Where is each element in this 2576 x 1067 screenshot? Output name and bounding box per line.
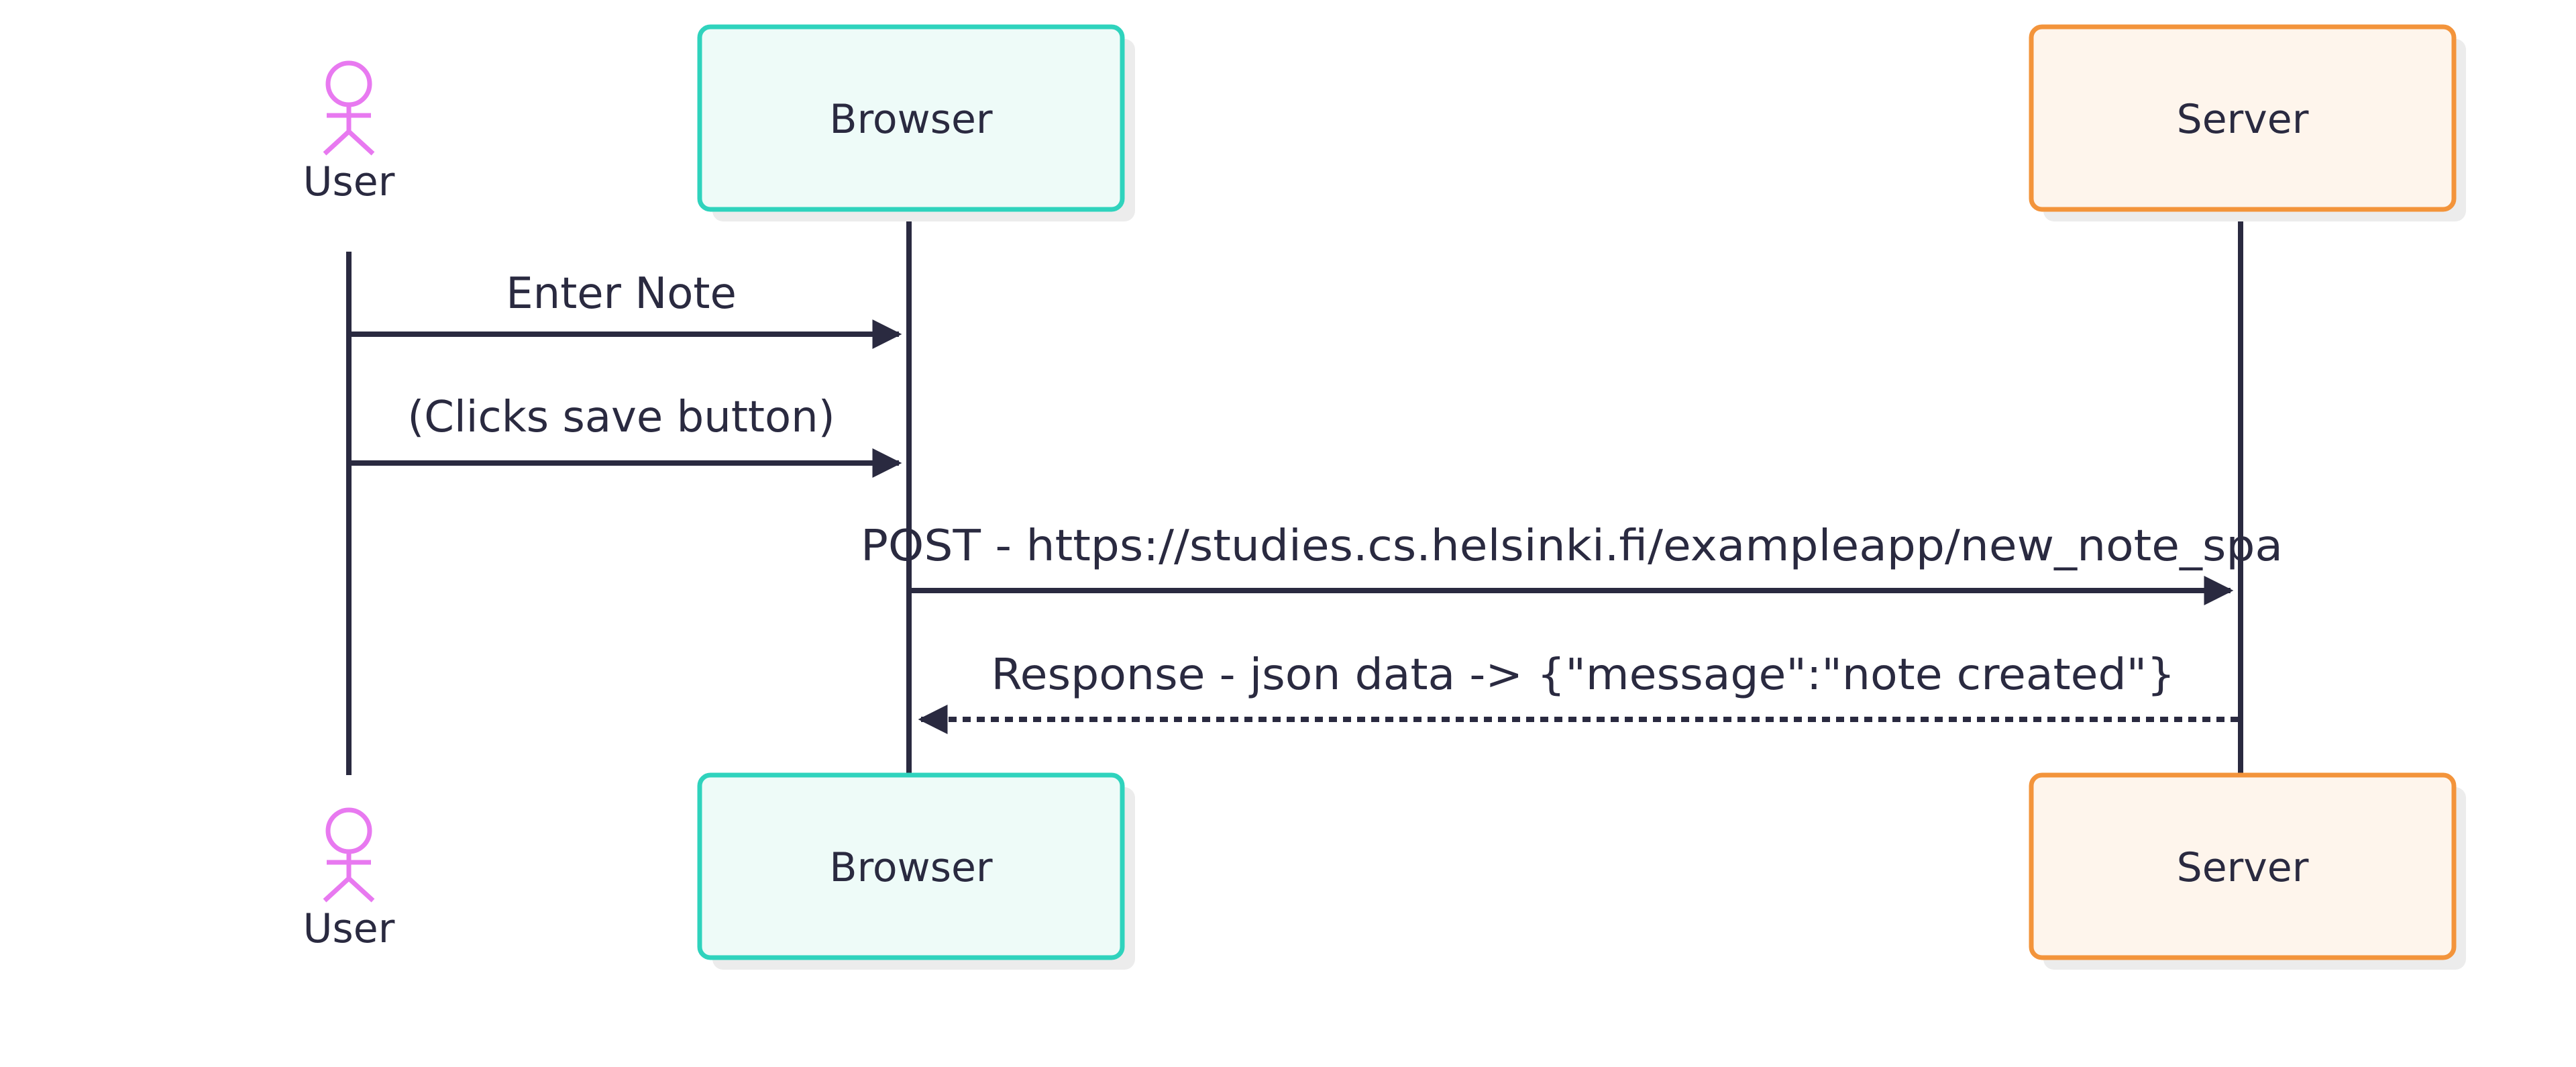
user-actor-label: User <box>303 158 395 205</box>
message-label: (Clicks save button) <box>407 393 835 442</box>
browser-label: Browser <box>829 844 992 891</box>
browser-box <box>697 24 1125 212</box>
user-actor-bottom: User <box>303 807 395 952</box>
stick-figure-actor-icon <box>323 807 375 903</box>
server-label: Server <box>2177 96 2309 143</box>
browser-participant-bottom: Browser <box>697 772 1135 970</box>
server-participant-top: Server <box>2029 24 2466 221</box>
stick-figure-actor-icon <box>323 60 375 156</box>
browser-label: Browser <box>829 96 992 143</box>
user-actor-label: User <box>303 905 395 952</box>
message-enter-note: Enter Note <box>349 269 902 349</box>
server-label: Server <box>2177 844 2309 891</box>
server-box <box>2029 772 2457 960</box>
message-response-json: Response - json data -> {"message":"note… <box>918 650 2239 734</box>
message-label: POST - https://studies.cs.helsinki.fi/ex… <box>861 521 2283 571</box>
browser-participant-top: Browser <box>697 24 1135 221</box>
message-label: Enter Note <box>506 269 737 319</box>
server-box <box>2029 24 2457 212</box>
message-post-new-note: POST - https://studies.cs.helsinki.fi/ex… <box>861 521 2283 605</box>
message-clicks-save: (Clicks save button) <box>349 393 902 478</box>
user-actor-top: User <box>303 60 395 205</box>
message-label: Response - json data -> {"message":"note… <box>991 650 2176 700</box>
server-participant-bottom: Server <box>2029 772 2466 970</box>
browser-box <box>697 772 1125 960</box>
